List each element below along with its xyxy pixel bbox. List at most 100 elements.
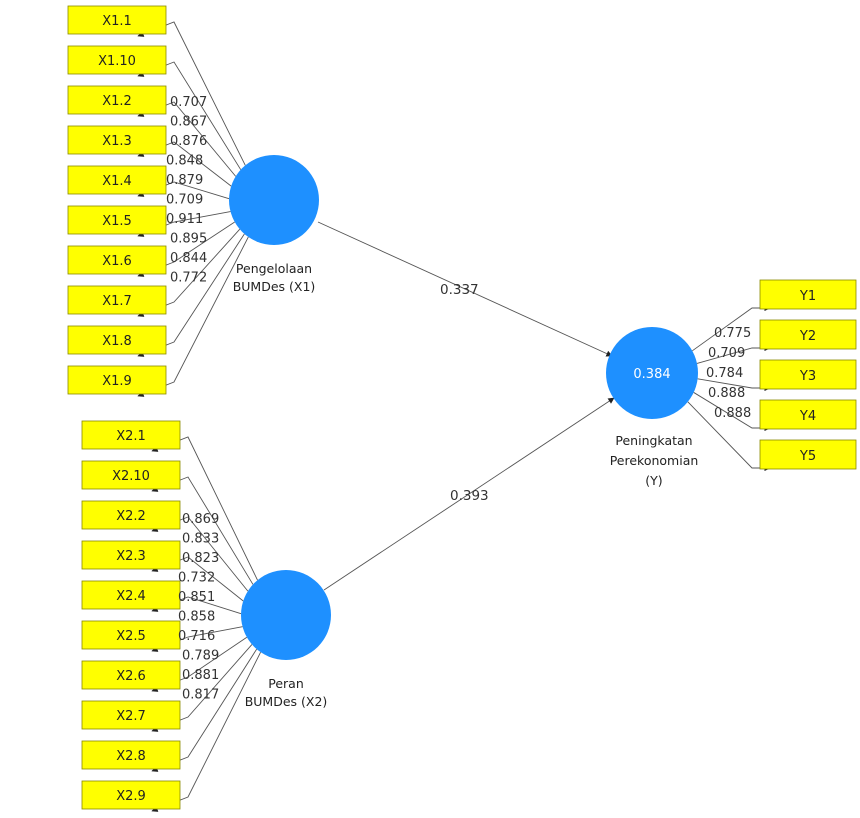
path-x1-to-y xyxy=(317,221,613,357)
loading-value: 0.858 xyxy=(178,610,215,625)
loading-value: 0.775 xyxy=(714,326,751,341)
indicator-box[interactable] xyxy=(81,700,181,730)
indicator-box[interactable] xyxy=(67,365,167,395)
indicator-label: X2.10 xyxy=(112,469,150,484)
indicator-y-1[interactable]: Y2 xyxy=(759,319,857,350)
loading-value: 0.888 xyxy=(708,386,745,401)
loading-value: 0.869 xyxy=(182,512,219,527)
construct-y-label-line2: Perekonomian xyxy=(610,453,699,468)
indicator-y-0[interactable]: Y1 xyxy=(759,279,857,310)
loading-value: 0.817 xyxy=(182,688,219,703)
loading-value: 0.867 xyxy=(170,115,207,130)
construct-x2-circle[interactable] xyxy=(241,570,331,660)
loading-value: 0.848 xyxy=(166,154,203,169)
indicator-box[interactable] xyxy=(81,740,181,770)
loading-value: 0.895 xyxy=(170,232,207,247)
indicator-x1-5[interactable]: X1.5 xyxy=(67,205,167,235)
indicator-y-4[interactable]: Y5 xyxy=(759,439,857,470)
indicator-label: X2.5 xyxy=(116,629,146,644)
indicator-box[interactable] xyxy=(67,205,167,235)
indicator-label: Y5 xyxy=(799,449,816,464)
indicator-box[interactable] xyxy=(759,319,857,350)
indicator-box[interactable] xyxy=(67,125,167,155)
indicator-label: Y4 xyxy=(799,409,816,424)
indicator-label: X2.1 xyxy=(116,429,146,444)
indicator-box[interactable] xyxy=(67,85,167,115)
loading-value: 0.876 xyxy=(170,134,207,149)
indicator-x2-6[interactable]: X2.6 xyxy=(81,660,181,690)
indicator-box[interactable] xyxy=(81,500,181,530)
indicator-x2-0[interactable]: X2.1 xyxy=(81,420,181,450)
indicator-x2-4[interactable]: X2.4 xyxy=(81,580,181,610)
indicator-x1-1[interactable]: X1.10 xyxy=(67,45,167,75)
indicator-box[interactable] xyxy=(81,460,181,490)
indicator-x2-7[interactable]: X2.7 xyxy=(81,700,181,730)
indicator-box[interactable] xyxy=(67,165,167,195)
construct-x1-label-line1: Pengelolaan xyxy=(236,261,312,276)
loading-value: 0.784 xyxy=(706,366,743,381)
indicator-x1-3[interactable]: X1.3 xyxy=(67,125,167,155)
indicator-x1-8[interactable]: X1.8 xyxy=(67,325,167,355)
indicator-box[interactable] xyxy=(81,620,181,650)
indicator-box[interactable] xyxy=(67,285,167,315)
indicator-label: X2.2 xyxy=(116,509,146,524)
loading-value: 0.707 xyxy=(170,95,207,110)
indicator-box[interactable] xyxy=(67,245,167,275)
indicator-x2-3[interactable]: X2.3 xyxy=(81,540,181,570)
indicator-box[interactable] xyxy=(81,420,181,450)
loading-value: 0.879 xyxy=(166,173,203,188)
indicator-label: X2.7 xyxy=(116,709,146,724)
path-x2-to-y xyxy=(323,397,615,591)
indicator-box[interactable] xyxy=(759,399,857,430)
indicator-x2-9[interactable]: X2.9 xyxy=(81,780,181,810)
indicator-box[interactable] xyxy=(67,45,167,75)
indicator-x2-5[interactable]: X2.5 xyxy=(81,620,181,650)
indicator-x2-1[interactable]: X2.10 xyxy=(81,460,181,490)
indicator-box[interactable] xyxy=(81,580,181,610)
indicator-x2-8[interactable]: X2.8 xyxy=(81,740,181,770)
indicator-x1-9[interactable]: X1.9 xyxy=(67,365,167,395)
indicator-box[interactable] xyxy=(759,279,857,310)
indicator-label: X1.7 xyxy=(102,294,132,309)
indicator-label: X2.8 xyxy=(116,749,146,764)
construct-y-r-squared: 0.384 xyxy=(633,367,670,382)
indicator-label: X1.3 xyxy=(102,134,132,149)
construct-y-circle[interactable] xyxy=(606,327,698,419)
indicator-label: Y2 xyxy=(799,329,816,344)
indicator-box[interactable] xyxy=(81,540,181,570)
indicator-box[interactable] xyxy=(67,325,167,355)
indicator-label: X1.10 xyxy=(98,54,136,69)
indicator-label: X1.6 xyxy=(102,254,132,269)
loading-value: 0.881 xyxy=(182,668,219,683)
indicator-x1-2[interactable]: X1.2 xyxy=(67,85,167,115)
indicator-box[interactable] xyxy=(81,660,181,690)
indicator-y-3[interactable]: Y4 xyxy=(759,399,857,430)
indicator-x1-4[interactable]: X1.4 xyxy=(67,165,167,195)
indicator-x2-2[interactable]: X2.2 xyxy=(81,500,181,530)
loading-value: 0.911 xyxy=(166,212,203,227)
indicator-box[interactable] xyxy=(81,780,181,810)
loading-value: 0.789 xyxy=(182,649,219,664)
construct-x2-label-line2: BUMDes (X2) xyxy=(245,694,328,709)
indicator-x1-0[interactable]: X1.1 xyxy=(67,5,167,35)
indicator-label: X1.2 xyxy=(102,94,132,109)
indicator-x1-7[interactable]: X1.7 xyxy=(67,285,167,315)
indicator-x1-6[interactable]: X1.6 xyxy=(67,245,167,275)
path-coefficient-x1: 0.337 xyxy=(440,282,479,298)
loading-value: 0.823 xyxy=(182,551,219,566)
indicator-box[interactable] xyxy=(759,439,857,470)
indicator-y-2[interactable]: Y3 xyxy=(759,359,857,390)
indicator-box[interactable] xyxy=(759,359,857,390)
loading-value: 0.844 xyxy=(170,251,207,266)
indicator-box[interactable] xyxy=(67,5,167,35)
indicator-label: X2.3 xyxy=(116,549,146,564)
construct-x1-circle[interactable] xyxy=(229,155,319,245)
loading-value: 0.851 xyxy=(178,590,215,605)
indicator-label: X1.9 xyxy=(102,374,132,389)
construct-x1-label-line2: BUMDes (X1) xyxy=(233,279,316,294)
construct-y-label-line1: Peningkatan xyxy=(615,433,692,448)
indicator-label: X2.9 xyxy=(116,789,146,804)
indicator-label: X2.6 xyxy=(116,669,146,684)
loading-value: 0.833 xyxy=(182,532,219,547)
